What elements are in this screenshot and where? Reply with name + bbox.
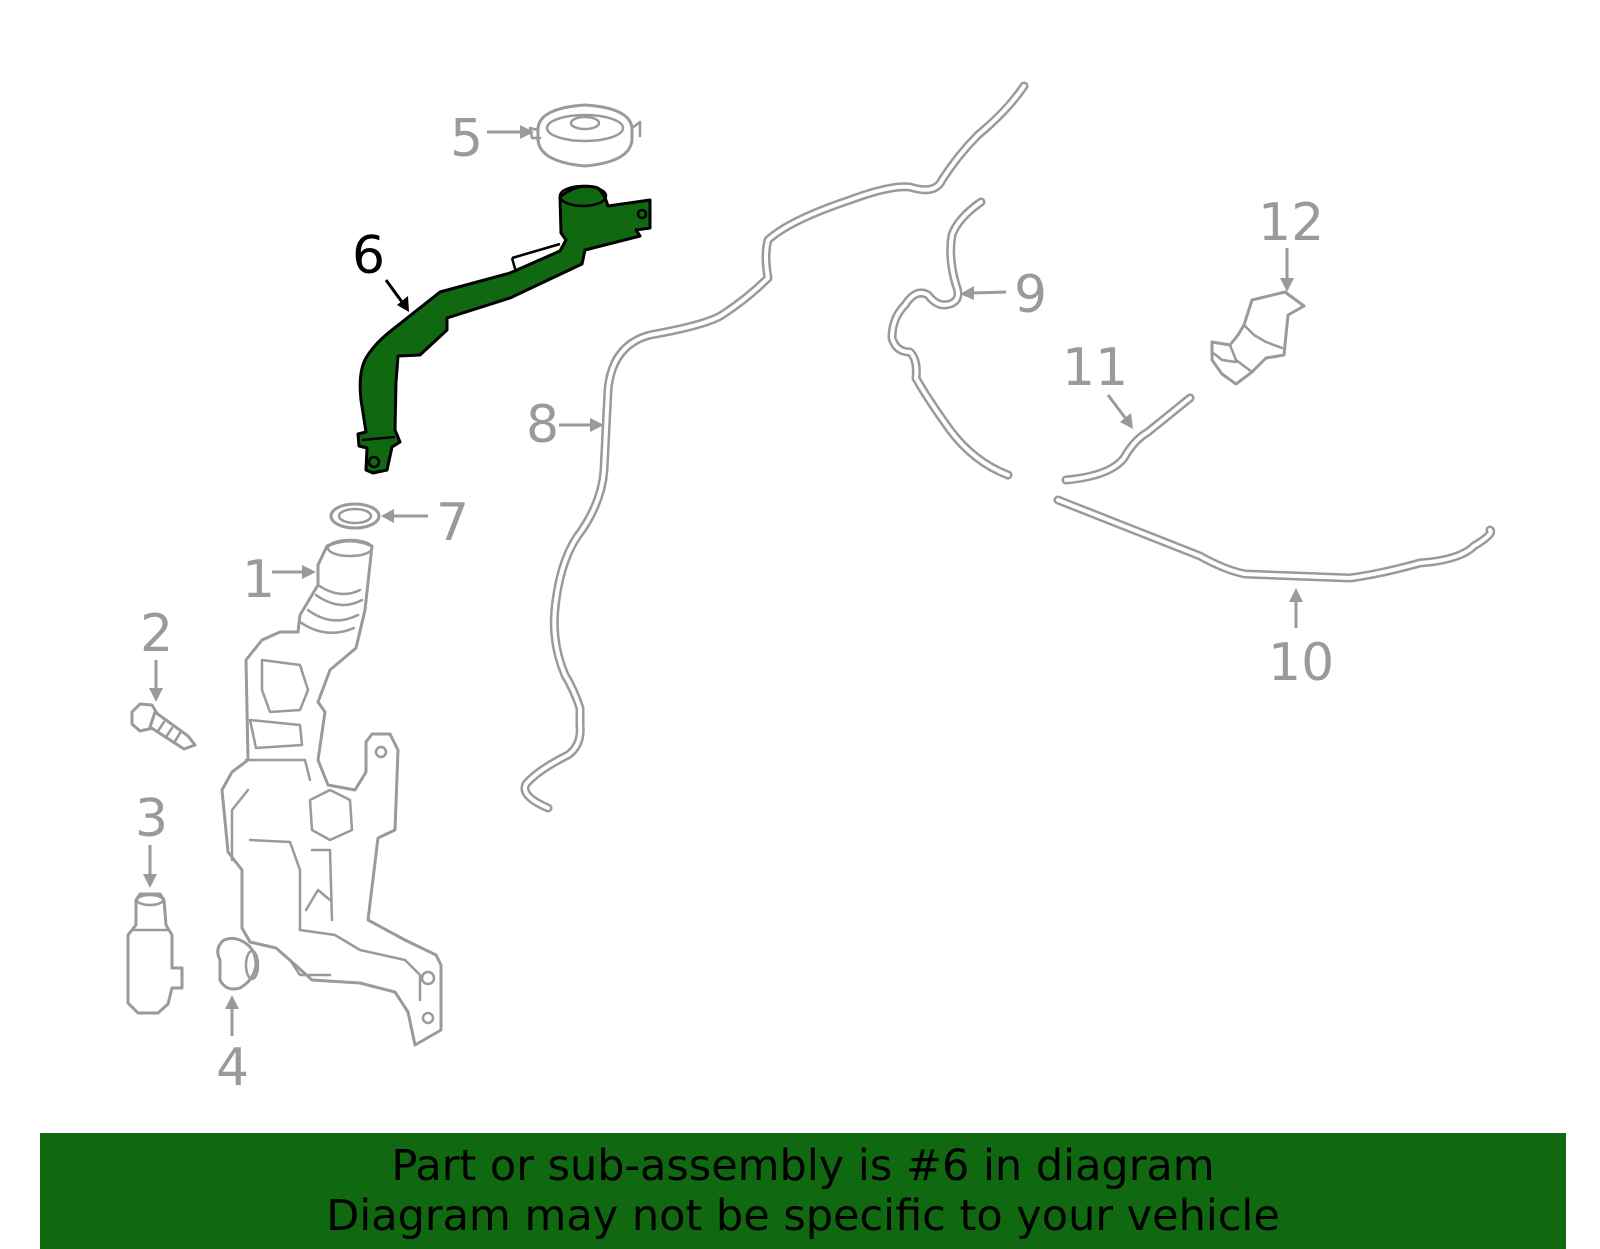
- callout-2: 2: [140, 604, 173, 702]
- svg-text:4: 4: [216, 1038, 249, 1098]
- banner-line-2: Diagram may not be specific to your vehi…: [326, 1191, 1280, 1241]
- svg-text:6: 6: [352, 226, 385, 286]
- callout-12: 12: [1258, 193, 1324, 292]
- callout-11: 11: [1062, 338, 1133, 429]
- svg-text:9: 9: [1014, 265, 1047, 325]
- callout-4: 4: [216, 995, 249, 1098]
- callout-5: 5: [450, 109, 534, 169]
- banner-line-1: Part or sub-assembly is #6 in diagram: [391, 1141, 1215, 1191]
- svg-text:12: 12: [1258, 193, 1324, 253]
- callout-6: 6: [352, 226, 409, 312]
- part-3-pump[interactable]: [126, 892, 184, 1015]
- part-5-cap[interactable]: [528, 103, 642, 168]
- svg-text:2: 2: [140, 604, 173, 664]
- svg-text:11: 11: [1062, 338, 1128, 398]
- svg-text:5: 5: [450, 109, 483, 169]
- part-11-hose[interactable]: [1061, 393, 1195, 485]
- part-10-hose[interactable]: [1053, 495, 1496, 583]
- callout-9: 9: [960, 265, 1047, 325]
- svg-text:3: 3: [135, 789, 168, 849]
- part-6-filler-neck[interactable]: [356, 184, 652, 475]
- part-8-hose[interactable]: [520, 81, 1029, 813]
- callout-8: 8: [526, 395, 604, 455]
- part-2-bolt[interactable]: [130, 702, 197, 751]
- part-12-clip[interactable]: [1210, 290, 1306, 386]
- svg-text:1: 1: [242, 550, 275, 610]
- part-7-o-ring[interactable]: [329, 502, 381, 530]
- callout-10: 10: [1268, 588, 1334, 693]
- callout-3: 3: [135, 789, 168, 888]
- svg-text:7: 7: [436, 493, 469, 553]
- callout-1: 1: [242, 550, 316, 610]
- part-1-reservoir[interactable]: [220, 538, 443, 1047]
- svg-text:8: 8: [526, 395, 559, 455]
- callout-7: 7: [381, 493, 469, 553]
- part-9-hose[interactable]: [887, 197, 1013, 480]
- svg-text:10: 10: [1268, 633, 1334, 693]
- part-4-grommet[interactable]: [216, 936, 260, 991]
- info-banner: Part or sub-assembly is #6 in diagram Di…: [40, 1133, 1566, 1249]
